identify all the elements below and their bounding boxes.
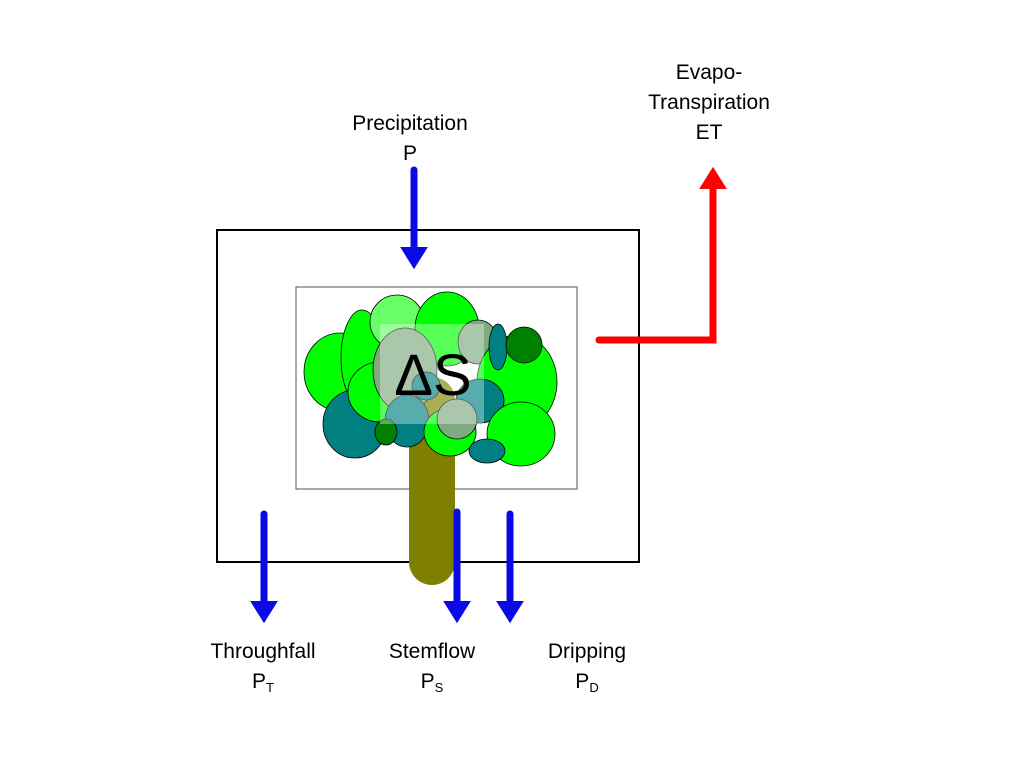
storage-change-label: ΔS — [394, 343, 472, 408]
precipitation-symbol: P — [402, 142, 417, 165]
evapotranspiration-symbol: ET — [695, 121, 723, 144]
evapotranspiration-label: Evapo- Transpiration ET — [648, 58, 770, 148]
precipitation-name: Precipitation — [352, 112, 468, 135]
stemflow-label: Stemflow PS — [389, 637, 475, 697]
dripping-symbol-subscript: D — [589, 680, 599, 695]
precipitation-label: Precipitation P — [352, 109, 468, 169]
stemflow-symbol: PS — [389, 667, 475, 697]
throughfall-name: Throughfall — [210, 640, 316, 663]
dripping-label: Dripping PD — [548, 637, 626, 697]
dripping-symbol: PD — [548, 667, 626, 697]
throughfall-symbol-subscript: T — [266, 680, 274, 695]
tree-crown-icon — [303, 291, 558, 467]
stemflow-symbol-base: P — [420, 670, 435, 693]
dripping-name: Dripping — [547, 640, 627, 663]
evapotranspiration-arrow — [595, 166, 727, 344]
stemflow-symbol-subscript: S — [434, 680, 444, 695]
throughfall-symbol-base: P — [252, 670, 267, 693]
storage-label-backdrop — [380, 324, 484, 424]
dripping-symbol-base: P — [575, 670, 590, 693]
evapotranspiration-name-line1: Evapo- — [675, 61, 743, 84]
throughfall-label: Throughfall PT — [210, 637, 315, 697]
stemflow-name: Stemflow — [388, 640, 476, 663]
evapotranspiration-name-line2: Transpiration — [648, 91, 770, 114]
throughfall-symbol: PT — [210, 667, 315, 697]
